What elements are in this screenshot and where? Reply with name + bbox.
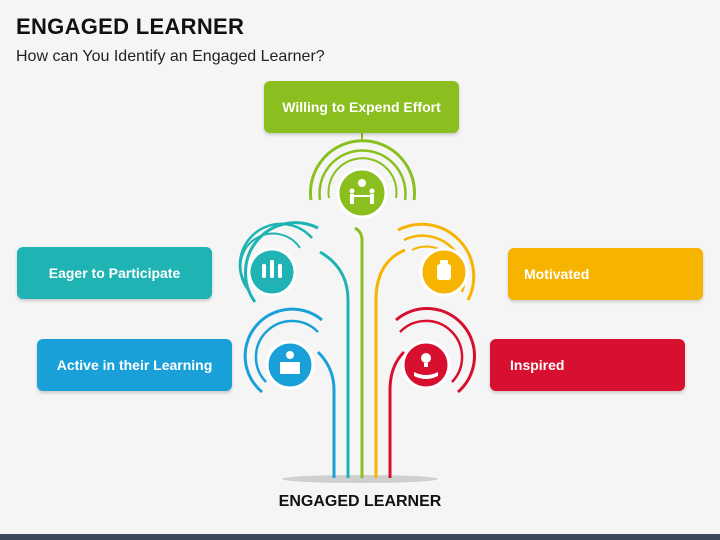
footer-bar <box>0 534 720 540</box>
raised-fist-icon <box>437 260 451 280</box>
reader-icon <box>280 351 300 374</box>
stem-eager <box>319 250 350 478</box>
node-eager-rings <box>238 221 319 303</box>
center-label: ENGAGED LEARNER <box>278 493 442 510</box>
stem-motivated <box>374 248 406 478</box>
node-active-box: Active in their Learning <box>37 339 232 391</box>
node-motivated-rings <box>397 222 476 301</box>
page-title: ENGAGED LEARNER <box>16 14 245 39</box>
idea-hand-icon <box>414 353 438 379</box>
node-effort-rings <box>309 139 416 219</box>
stem-active <box>316 350 336 478</box>
node-eager-box: Eager to Participate <box>17 247 212 299</box>
ground-shadow <box>282 475 438 483</box>
node-inspired-box: Inspired <box>490 339 685 391</box>
teamwork-gear-icon <box>349 179 375 204</box>
raised-hands-icon <box>262 260 282 278</box>
node-motivated-box: Motivated <box>508 248 703 300</box>
node-effort-box: Willing to Expend Effort <box>264 81 459 133</box>
node-active-rings <box>243 307 323 394</box>
stem-effort <box>354 226 364 478</box>
stem-inspired <box>388 350 406 478</box>
page-subtitle: How can You Identify an Engaged Learner? <box>16 48 325 65</box>
node-inspired-rings <box>395 306 477 394</box>
